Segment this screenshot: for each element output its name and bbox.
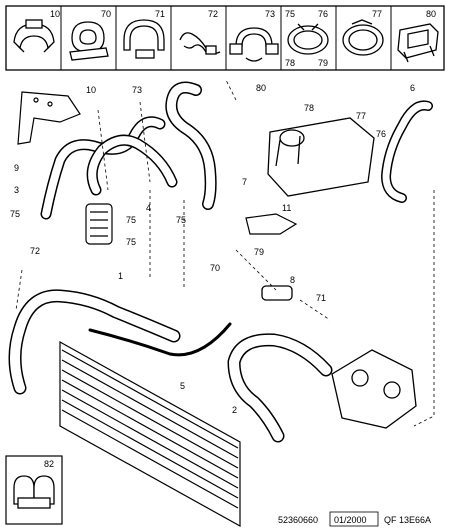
- callout-79: 79: [254, 247, 264, 257]
- clip-num-10: 10: [50, 9, 60, 19]
- hose-6: [381, 100, 433, 203]
- clip-num-71: 71: [155, 9, 165, 19]
- hose-7: [165, 81, 217, 210]
- callout-10: 10: [86, 85, 96, 95]
- thermostat-housing: [331, 349, 417, 429]
- callout-9: 9: [14, 163, 19, 173]
- leader-lines: [15, 79, 435, 427]
- hose-1: [8, 289, 181, 395]
- hose-5: [88, 322, 232, 357]
- expansion-tank: [267, 117, 375, 197]
- footer-code: QF 13E66A: [384, 515, 431, 525]
- clip-panel-82: [5, 455, 63, 525]
- clip-num-79: 79: [318, 58, 328, 68]
- callout-76: 76: [376, 129, 386, 139]
- callout-6: 6: [410, 83, 415, 93]
- spring-clip-icon: [287, 23, 329, 55]
- footer: 52360660 01/2000 QF 13E66A: [278, 511, 431, 527]
- bracket-11: [245, 213, 298, 235]
- footer-date: 01/2000: [334, 515, 367, 525]
- clip-panel: [5, 5, 445, 71]
- callout-7: 7: [242, 177, 247, 187]
- callout-4: 4: [146, 203, 151, 213]
- double-clip-icon: [13, 475, 55, 509]
- callout-75b: 75: [126, 215, 136, 225]
- callout-75a: 75: [10, 209, 20, 219]
- oil-cooler: [85, 203, 113, 245]
- hose-4: [86, 134, 178, 196]
- callout-73: 73: [132, 85, 142, 95]
- callout-2: 2: [232, 405, 237, 415]
- hose-clip-icon: [69, 21, 109, 61]
- clip-num-82: 82: [44, 459, 54, 469]
- clip-num-80: 80: [426, 9, 436, 19]
- callout-11: 11: [282, 203, 291, 213]
- clip-num-75: 75: [285, 9, 295, 19]
- bracket-9: [17, 91, 81, 145]
- callout-72: 72: [30, 246, 40, 256]
- callout-80: 80: [256, 83, 266, 93]
- hose-clamp-icon: [13, 19, 55, 53]
- connector-clip-icon: [397, 23, 439, 63]
- hose-3: [40, 116, 166, 220]
- clip-num-73: 73: [265, 9, 275, 19]
- footer-ref: 52360660: [278, 515, 318, 525]
- clip-num-76: 76: [318, 9, 328, 19]
- callout-1: 1: [118, 271, 123, 281]
- callout-3: 3: [14, 185, 19, 195]
- hose-2: [227, 333, 333, 443]
- callout-71: 71: [316, 293, 326, 303]
- clip-num-72: 72: [208, 9, 218, 19]
- callout-75c: 75: [126, 237, 136, 247]
- callout-75d: 75: [176, 215, 186, 225]
- callout-8: 8: [290, 275, 295, 285]
- hose-bracket-icon: [123, 19, 165, 59]
- clip-num-70: 70: [101, 9, 111, 19]
- callout-78: 78: [304, 103, 314, 113]
- connector-8: [261, 285, 293, 301]
- clip-num-77: 77: [372, 9, 382, 19]
- callout-77: 77: [356, 111, 366, 121]
- saddle-clip-icon: [229, 27, 279, 62]
- callout-70: 70: [210, 263, 220, 273]
- band-clamp-icon: [342, 19, 384, 56]
- clip-num-78: 78: [285, 58, 295, 68]
- callout-5: 5: [180, 381, 185, 391]
- radiator: [59, 340, 241, 528]
- wire-clip-icon: [179, 32, 221, 55]
